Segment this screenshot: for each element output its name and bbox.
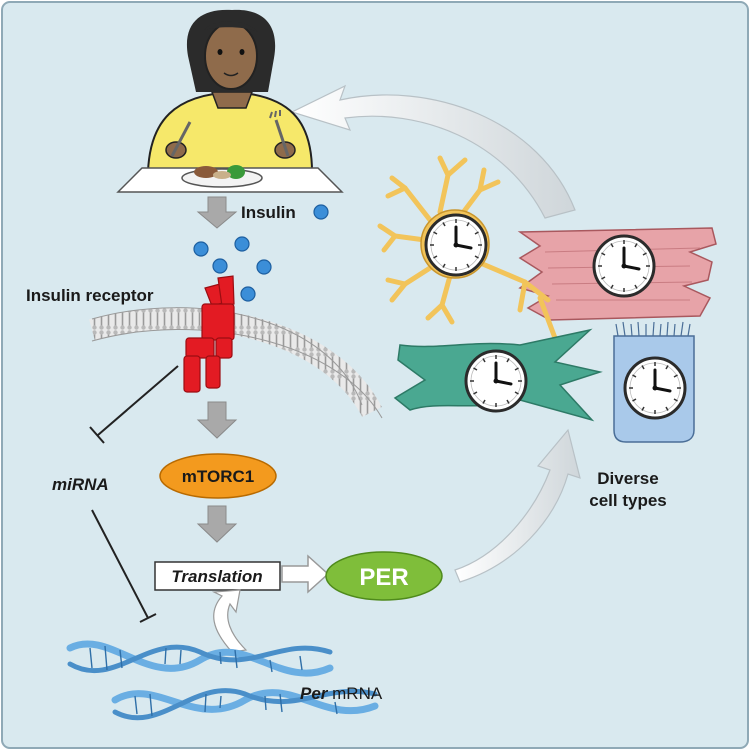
insulin-molecules bbox=[193, 236, 272, 302]
mirna-label: miRNA bbox=[52, 475, 109, 494]
plate-of-food-icon bbox=[116, 165, 344, 193]
arrow-mrna-to-translation bbox=[211, 589, 248, 653]
arrow-per-to-cells bbox=[454, 428, 581, 583]
insulin-label: Insulin bbox=[241, 203, 296, 222]
per-mrna-label: Per mRNA bbox=[300, 684, 383, 703]
insulin-dot-legend bbox=[313, 204, 329, 220]
arrow-translation-to-per bbox=[281, 554, 330, 594]
mtorc1-node bbox=[159, 453, 277, 499]
muscle-cell-icon bbox=[517, 227, 717, 321]
per-mrna-label-italic: Per bbox=[300, 684, 329, 703]
per-mrna-label-rest: mRNA bbox=[327, 684, 382, 703]
membrane-outline-bottom bbox=[91, 329, 383, 419]
arrow-receptor-to-mtorc1 bbox=[196, 401, 238, 439]
mtorc1-label: mTORC1 bbox=[182, 467, 254, 486]
insulin-receptor-label: Insulin receptor bbox=[26, 286, 154, 305]
per-node bbox=[325, 551, 443, 601]
neuron-clock-icon bbox=[424, 213, 488, 277]
diverse-cell-types-label-line2: cell types bbox=[589, 491, 667, 510]
translation-label: Translation bbox=[171, 567, 262, 586]
eating-person-icon bbox=[146, 9, 314, 173]
diverse-cell-types-label-line1: Diverse bbox=[597, 469, 658, 488]
membrane-outline-top bbox=[91, 307, 363, 406]
per-label: PER bbox=[359, 564, 408, 591]
arrow-food-to-insulin bbox=[196, 196, 238, 229]
mirna-inhibition-lines bbox=[89, 365, 179, 623]
mrna-strand-icon bbox=[66, 640, 379, 721]
arrow-mtorc1-to-translation bbox=[196, 505, 238, 543]
fibroblast-clock-icon bbox=[464, 349, 528, 413]
epithelial-clock-icon bbox=[623, 356, 687, 420]
translation-box bbox=[154, 561, 281, 591]
feedback-arrow-cells-to-person bbox=[290, 84, 576, 219]
insulin-receptor-icon bbox=[183, 275, 235, 393]
